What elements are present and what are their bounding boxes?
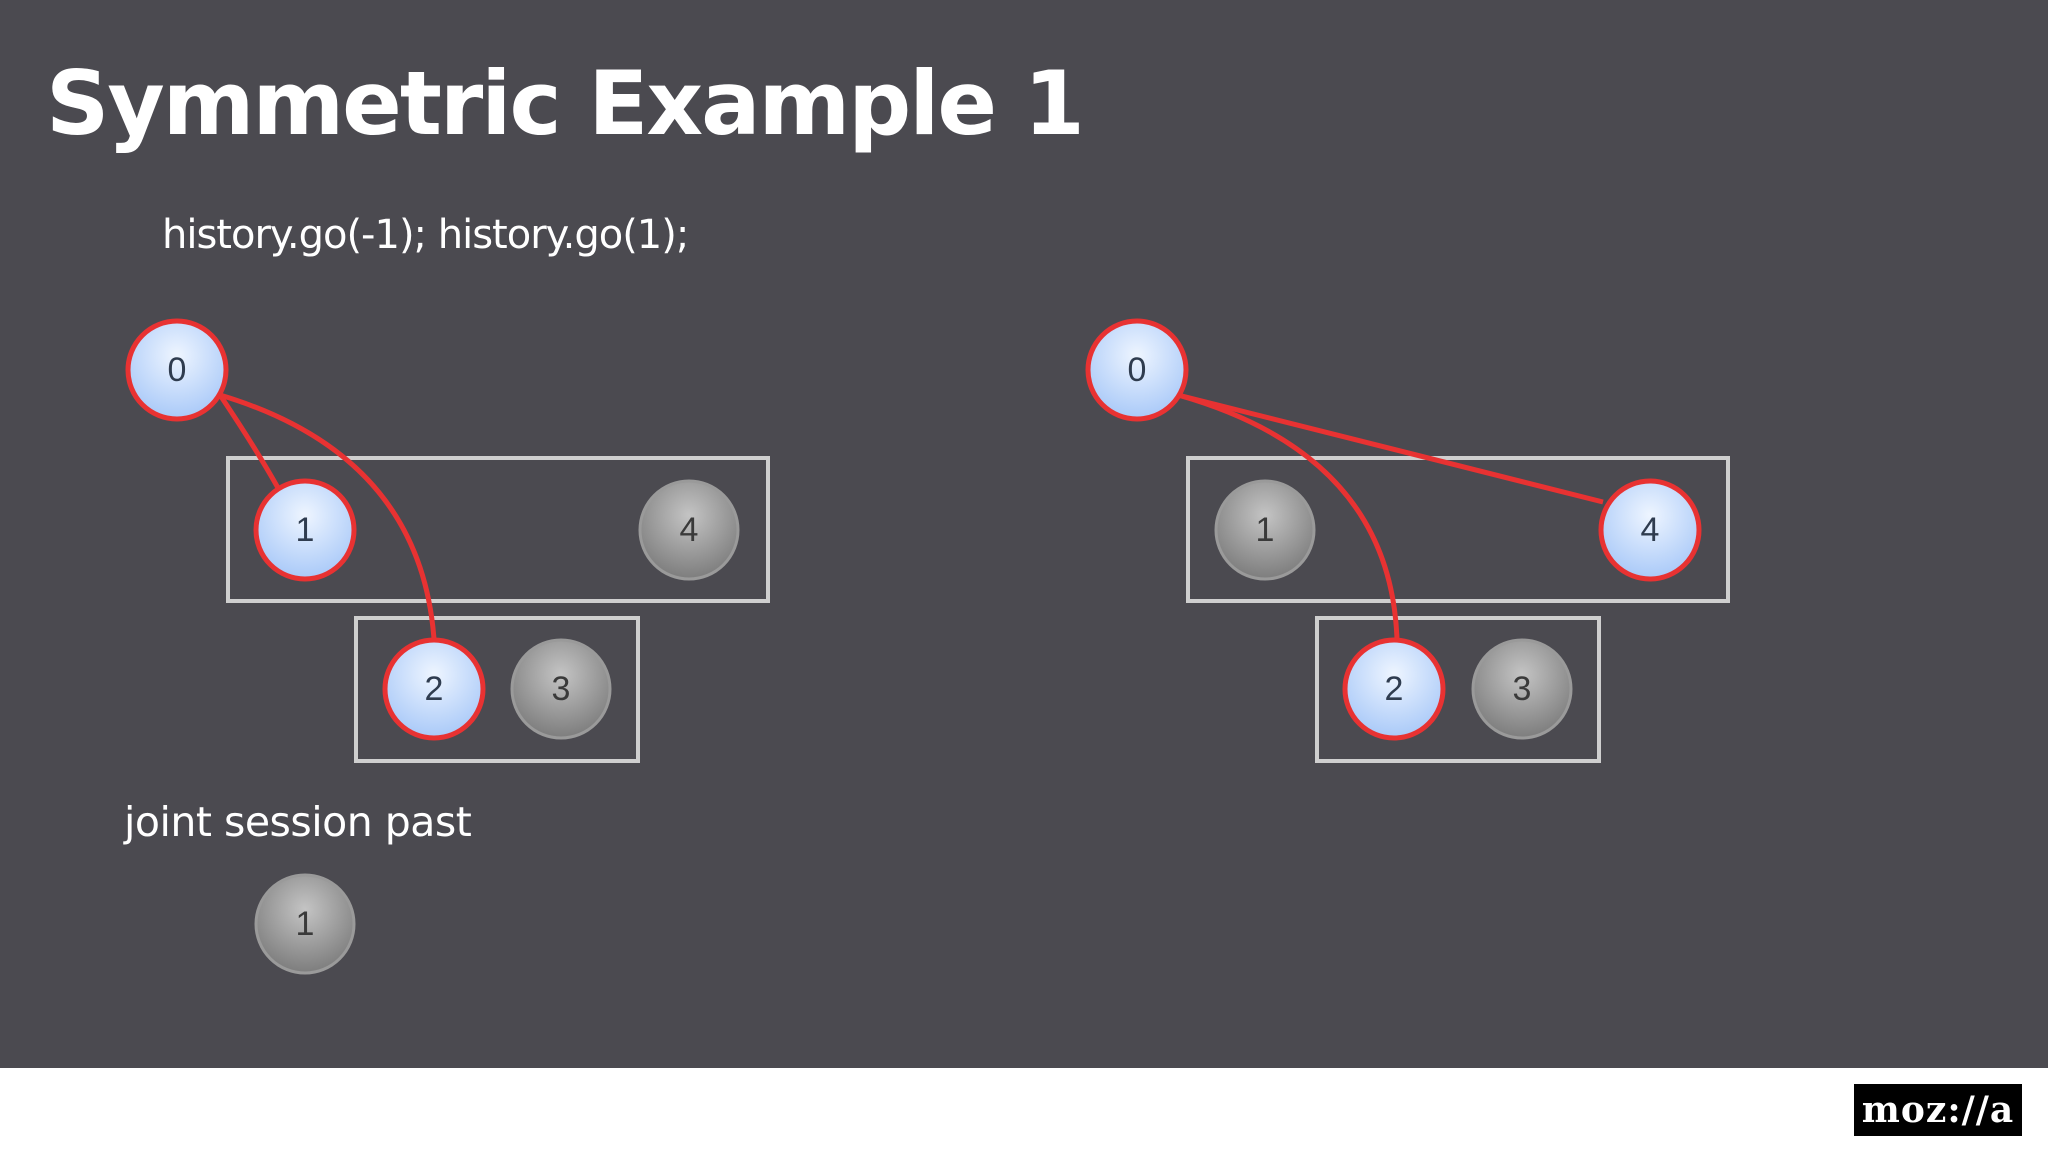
node-4: 4	[638, 479, 740, 581]
node-label: 1	[1256, 511, 1275, 549]
connector-0-2	[1177, 392, 1400, 640]
node-label: 1	[296, 511, 315, 549]
node-label: 2	[425, 670, 444, 708]
node-3: 3	[1471, 638, 1573, 740]
node-1: 1	[253, 478, 357, 582]
joint-session-past-caption: joint session past	[124, 798, 472, 846]
node-2: 2	[1342, 637, 1446, 741]
node-label: 4	[1641, 511, 1660, 549]
node-4: 4	[1598, 478, 1702, 582]
frame-1-box	[226, 456, 770, 603]
mozilla-logo: moz://a	[1854, 1084, 2022, 1136]
node-0: 0	[125, 318, 229, 422]
session-history-diagrams: 0 1 4 2 3 0 1	[125, 318, 1730, 975]
connector-0-2	[219, 392, 437, 640]
frame-1-box	[1186, 456, 1730, 603]
node-label: 4	[680, 511, 699, 549]
slide-title: Symmetric Example 1	[46, 52, 1085, 155]
code-subtitle: history.go(-1); history.go(1);	[162, 212, 689, 258]
node-3: 3	[510, 638, 612, 740]
node-0: 0	[1085, 318, 1189, 422]
node-label: 2	[1385, 670, 1404, 708]
node-label: 0	[1128, 351, 1147, 389]
frame-2-box	[1315, 616, 1601, 763]
node-label: 3	[1513, 670, 1532, 708]
joint-session-past-node-1: 1	[254, 873, 356, 975]
node-label: 1	[296, 905, 315, 943]
node-label: 0	[168, 351, 187, 389]
node-label: 3	[552, 670, 571, 708]
node-2: 2	[382, 637, 486, 741]
node-1: 1	[1214, 479, 1316, 581]
frame-2-box	[354, 616, 640, 763]
diagram-left: 0 1 4 2 3	[125, 318, 770, 763]
connector-0-4	[1177, 392, 1604, 505]
footer-bar	[0, 1068, 2048, 1152]
diagram-right: 0 1 4 2 3	[1085, 318, 1730, 763]
